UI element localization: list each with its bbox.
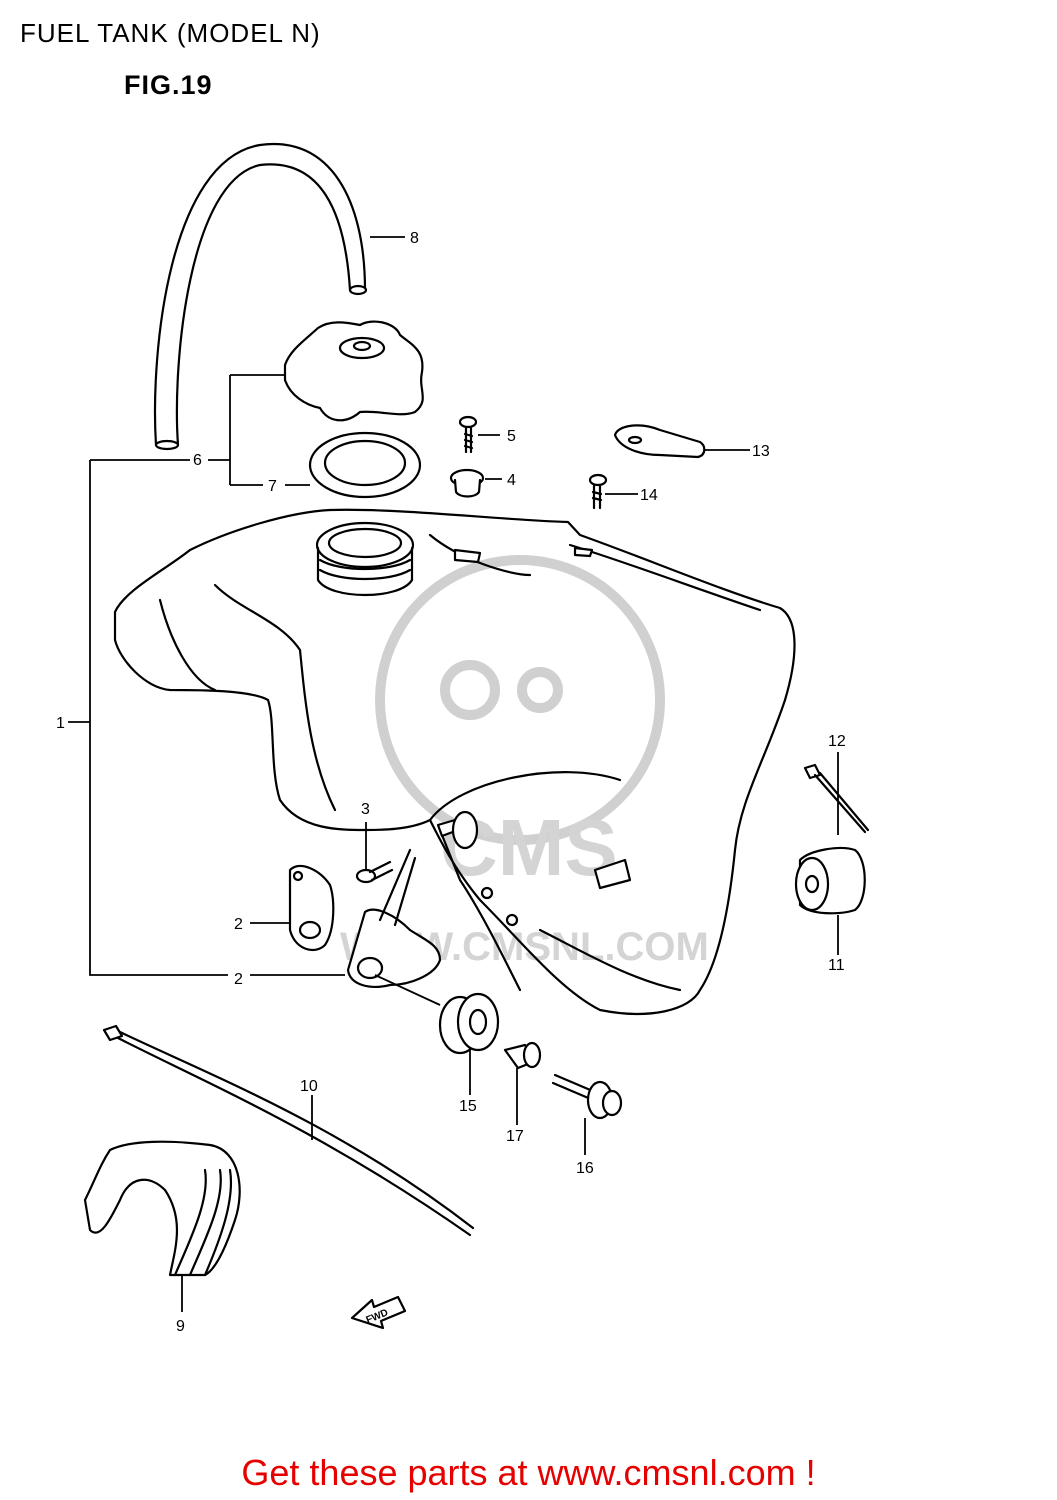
part-2-bracket-lower (346, 848, 442, 988)
callout-6: 6 (193, 452, 202, 469)
part-9-cover (83, 1140, 241, 1277)
callout-10: 10 (300, 1078, 318, 1095)
callout-2-lower: 2 (234, 971, 243, 988)
callout-14: 14 (640, 487, 658, 504)
part-5-screw (458, 415, 478, 454)
exploded-parts-diagram: CMS WWW.CMSNL.COM (56, 142, 870, 1335)
callout-2-upper: 2 (234, 916, 243, 933)
part-8-breather-hose (153, 142, 368, 451)
part-4-grommet (449, 468, 485, 498)
callout-numbers: 1 2 2 3 4 5 6 7 8 9 10 11 12 13 14 15 16… (56, 230, 846, 1335)
callout-5: 5 (507, 428, 516, 445)
part-11-damper (794, 846, 866, 915)
part-7-cap-gasket (308, 431, 422, 499)
callout-12: 12 (828, 733, 846, 750)
part-14-bolt (588, 473, 608, 510)
callout-7: 7 (268, 478, 277, 495)
callout-3: 3 (361, 801, 370, 818)
part-17-collar (503, 1041, 542, 1070)
fwd-direction-marker: FWD (350, 1295, 407, 1330)
callout-4: 4 (507, 472, 516, 489)
part-10-strap (102, 1024, 475, 1237)
callout-17: 17 (506, 1128, 524, 1145)
part-1-fuel-tank (113, 508, 796, 1016)
callout-15: 15 (459, 1098, 477, 1115)
part-12-cable-tie (803, 763, 870, 834)
callout-1: 1 (56, 715, 65, 732)
leader-lines (68, 236, 839, 1312)
part-13-bracket (613, 424, 706, 459)
part-16-bolt (551, 1073, 623, 1120)
callout-13: 13 (752, 443, 770, 460)
page-title: FUEL TANK (MODEL N) (20, 18, 321, 48)
callout-9: 9 (176, 1318, 185, 1335)
promo-link[interactable]: Get these parts at www.cmsnl.com ! (241, 1452, 816, 1493)
callout-11: 11 (828, 957, 845, 974)
part-2-bracket-upper (288, 864, 335, 952)
part-3-bolt (355, 860, 394, 884)
part-15-grommet (438, 992, 500, 1055)
cms-watermark: CMS WWW.CMSNL.COM (340, 555, 709, 969)
part-6-fuel-cap (283, 320, 424, 422)
callout-16: 16 (576, 1160, 594, 1177)
figure-label: FIG.19 (124, 70, 213, 100)
callout-8: 8 (410, 230, 419, 247)
